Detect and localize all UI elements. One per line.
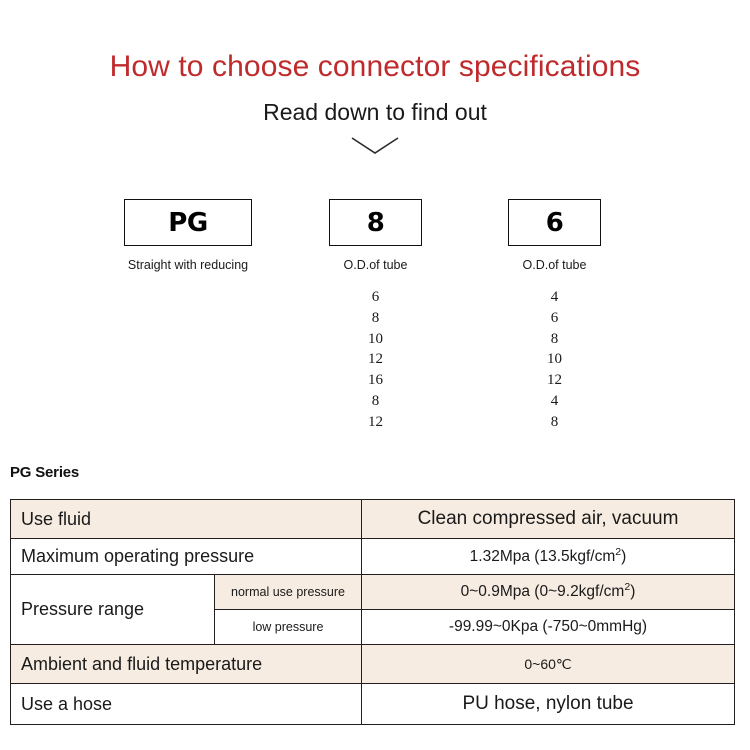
spec-label-pressure-range: Pressure range: [10, 574, 215, 645]
list-item[interactable]: 10: [368, 330, 383, 347]
list-item[interactable]: 8: [371, 392, 380, 409]
spec-sublabel-normal-use-pressure: normal use pressure: [214, 574, 362, 610]
spec-value-max-pressure: 1.32Mpa (13.5kgf/cm2): [361, 538, 735, 575]
spec-value-normal-sup: 2: [624, 580, 631, 593]
spec-value-temperature: 0~60℃: [361, 644, 735, 684]
specification-table: Use fluid Clean compressed air, vacuum M…: [10, 499, 735, 725]
list-item[interactable]: 16: [368, 372, 383, 389]
list-item[interactable]: 12: [368, 351, 383, 368]
table-row: Maximum operating pressure 1.32Mpa (13.5…: [10, 538, 735, 575]
selector-caption-series: Straight with reducing: [127, 258, 249, 272]
spec-label-hose: Use a hose: [10, 683, 362, 725]
list-item[interactable]: 8: [550, 413, 559, 430]
spec-sublabel-low-pressure: low pressure: [214, 609, 362, 645]
list-item[interactable]: 6: [371, 289, 380, 305]
selector-caption-tube-b: O.D.of tube: [522, 258, 587, 272]
list-item[interactable]: 8: [550, 330, 559, 347]
spec-value-max-pressure-tail: ): [621, 547, 627, 565]
option-list-tube-a: 6 8 10 12 16 8 12: [329, 287, 422, 433]
spec-value-max-pressure-main: 1.32Mpa (13.5kgf/cm: [469, 547, 616, 565]
spec-value-max-pressure-sup: 2: [615, 545, 622, 558]
spec-label-temperature: Ambient and fluid temperature: [10, 644, 362, 684]
option-list-tube-b: 4 6 8 10 12 4 8: [508, 287, 601, 433]
spec-label-use-fluid: Use fluid: [10, 499, 362, 539]
spec-value-use-fluid: Clean compressed air, vacuum: [361, 499, 735, 539]
spec-value-hose: PU hose, nylon tube: [361, 683, 735, 725]
table-row: Use fluid Clean compressed air, vacuum: [10, 499, 735, 539]
table-row: Use a hose PU hose, nylon tube: [10, 683, 735, 725]
chevron-down-icon: [351, 137, 399, 154]
spec-value-low-pressure: -99.99~0Kpa (-750~0mmHg): [361, 609, 735, 645]
table-row: Pressure range normal use pressure 0~0.9…: [10, 574, 735, 645]
list-item[interactable]: 4: [550, 289, 559, 305]
page-title: How to choose connector specifications: [109, 50, 641, 83]
selector-code-box-series[interactable]: PG: [124, 199, 252, 246]
list-item[interactable]: 12: [547, 372, 562, 389]
list-item[interactable]: 10: [547, 351, 562, 368]
selector-caption-tube-a: O.D.of tube: [343, 258, 408, 272]
table-row: Ambient and fluid temperature 0~60℃: [10, 644, 735, 684]
list-item[interactable]: 8: [371, 309, 380, 326]
spec-label-max-pressure: Maximum operating pressure: [10, 538, 362, 575]
selector-code-box-tube-b[interactable]: 6: [508, 199, 601, 246]
spec-value-normal-main: 0~0.9Mpa (0~9.2kgf/cm: [460, 583, 625, 600]
spec-value-normal-tail: ): [630, 583, 636, 600]
selector-code-box-tube-a[interactable]: 8: [329, 199, 422, 246]
spec-value-normal-use-pressure: 0~0.9Mpa (0~9.2kgf/cm2): [361, 574, 735, 610]
list-item[interactable]: 12: [368, 413, 383, 430]
page-subtitle: Read down to find out: [263, 99, 487, 125]
spec-series-heading: PG Series: [10, 464, 80, 481]
list-item[interactable]: 4: [550, 392, 559, 409]
list-item[interactable]: 6: [550, 309, 559, 326]
chevron-down-icon-wrapper: [0, 135, 750, 165]
